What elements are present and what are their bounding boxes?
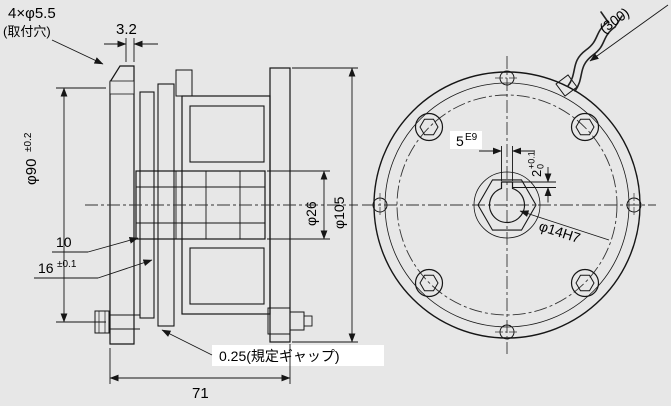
outer-dia-dim-label: φ105: [331, 196, 347, 229]
keyway-depth-dim-label: 2: [529, 170, 544, 177]
mount-holes-dim-label: 4×φ5.5: [8, 5, 56, 22]
socket-screw-hex: [575, 274, 595, 292]
center-hub: [473, 171, 541, 239]
lead-wire-end: [600, 11, 609, 23]
hub-length-dim-leader: [97, 259, 153, 279]
socket-screw-hex: [419, 274, 439, 292]
keyway-width-dim-label: 5: [456, 133, 464, 149]
keyway-depth-tol-upper: +0.1: [527, 151, 537, 169]
front-view: [362, 11, 656, 354]
hex-socket-screws: [414, 112, 600, 298]
adjuster-bolt-tip: [303, 315, 313, 327]
side-view-dimensions: 4×φ5.5 (取付穴) 3.2 φ90 ±0.2 10 16 ±0.1 φ26: [3, 5, 384, 402]
keyway-width-label-box: [450, 131, 482, 149]
bolt-circle-dim-label: φ90: [23, 159, 40, 185]
keyway-width-dim-tolerance: E9: [465, 132, 478, 143]
socket-screw-hex: [575, 118, 595, 136]
cable-length-dim-line: [589, 4, 669, 62]
flange-thickness-dim-label: 3.2: [116, 21, 137, 38]
lead-wire-end: [614, 15, 623, 28]
bolt-circle-dim-tolerance: ±0.2: [23, 132, 34, 152]
hub-length-dim-tolerance: ±0.1: [57, 259, 77, 270]
socket-screw: [570, 112, 600, 142]
top-retainer-block: [175, 69, 193, 97]
shaft-bore-with-keyway: [488, 181, 526, 224]
socket-screw-hex: [419, 118, 439, 136]
gap-dim-label: 0.25(規定ギャップ): [219, 348, 340, 364]
gap-label-box: [212, 345, 384, 366]
hub-length-dim-label: 16: [38, 260, 54, 276]
keyway-depth-dim-label-group: 2 +0.1 0: [527, 151, 546, 177]
keyway-depth-tol-lower: 0: [536, 164, 546, 169]
overall-length-dim-label: 71: [192, 385, 209, 402]
coil-bottom-section: [189, 247, 265, 305]
hub-hexagon: [477, 179, 537, 231]
side-section-view: [85, 65, 358, 345]
outer-dia-dim-label-group: φ105: [331, 196, 347, 229]
offset-dim-leader: [87, 237, 139, 253]
socket-screw: [414, 112, 444, 142]
bolt-circle-dim-label-group: φ90 ±0.2: [23, 132, 40, 185]
offset-dim-label: 10: [56, 234, 72, 250]
socket-screw: [570, 268, 600, 298]
hub-dia-dim-label-group: φ26: [303, 201, 319, 226]
mount-holes-leader: [51, 39, 104, 65]
lead-wire: [567, 21, 609, 87]
adjuster-bolt-assembly: [267, 307, 313, 335]
hub-dia-dim-label: φ26: [303, 201, 319, 226]
mount-holes-note-label: (取付穴): [3, 24, 51, 39]
socket-screw: [414, 268, 444, 298]
coil-top-section: [189, 105, 265, 163]
hub-circle: [473, 171, 541, 239]
mounting-holes: [372, 70, 642, 340]
gap-dim-leader: [161, 329, 213, 356]
bore-dim-leader: [519, 210, 610, 241]
flange-mounting-hole: [109, 80, 135, 95]
